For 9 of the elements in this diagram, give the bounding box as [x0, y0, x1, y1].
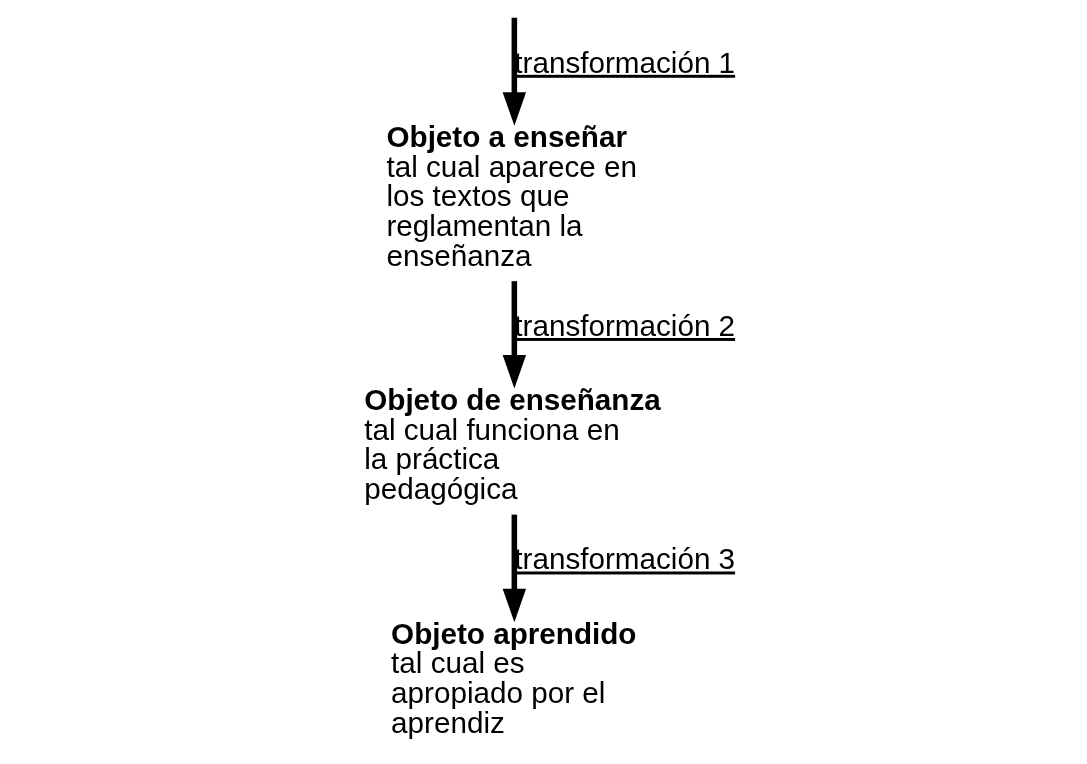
- node-text: Objeto de enseñanza tal cual funciona en la práctica pedagógica: [363, 383, 661, 506]
- arrow: [502, 17, 526, 126]
- arrow: [502, 281, 526, 389]
- node-text: Objeto aprendido tal cual es apropiado por el aprendiz: [390, 616, 636, 739]
- node-text: Objeto a enseñar tal cual aparece en los textos que reglamentan la enseñanza: [385, 119, 637, 272]
- arrow: [502, 514, 526, 623]
- edge-label: transformación 3: [513, 542, 735, 576]
- edge-label: transformación 2: [513, 308, 735, 342]
- edge-label: transformación 1: [513, 45, 735, 79]
